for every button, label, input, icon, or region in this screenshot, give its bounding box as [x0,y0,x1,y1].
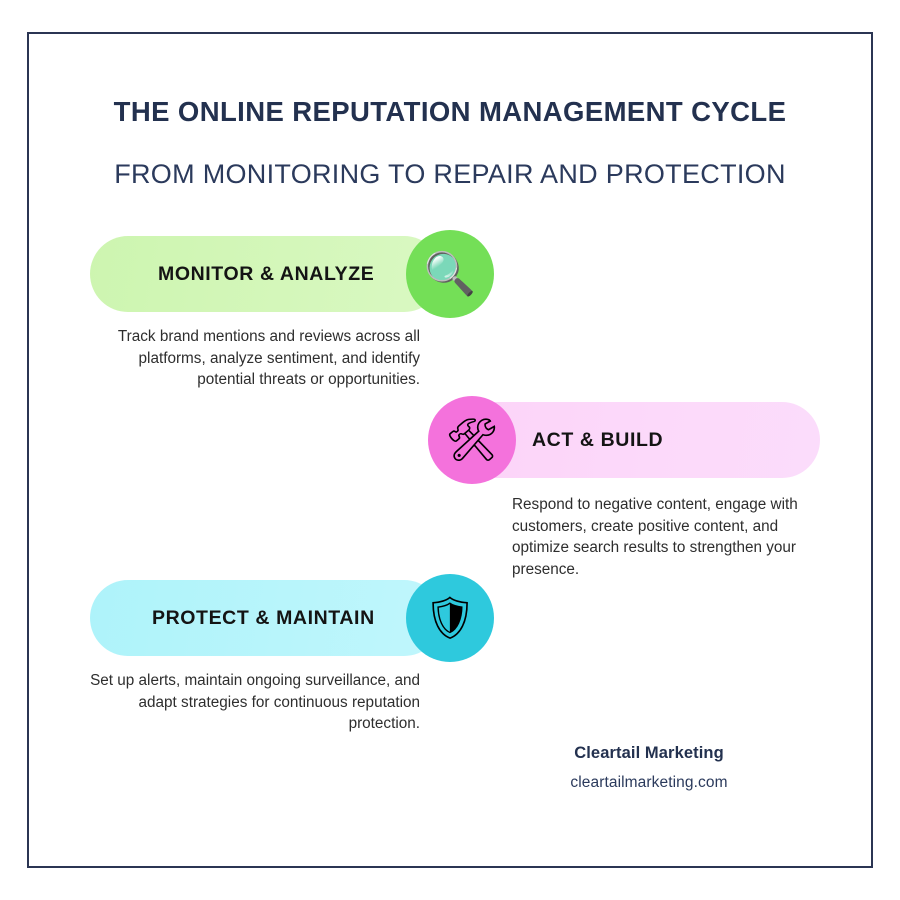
step-description: Respond to negative content, engage with… [512,496,798,579]
step-description: Set up alerts, maintain ongoing surveill… [90,672,420,733]
brand-website[interactable]: cleartailmarketing.com [570,774,728,791]
step-header-row: MONITOR & ANALYZE 🔍 [90,230,540,318]
step-label: MONITOR & ANALYZE [158,262,375,285]
step-description: Track brand mentions and reviews across … [117,328,420,389]
step-header-row: PROTECT & MAINTAIN 🛡 [90,574,540,662]
footer: Cleartail Marketing cleartailmarketing.c… [469,744,829,792]
page-title: THE ONLINE REPUTATION MANAGEMENT CYCLE [113,96,787,127]
magnifying-glass-icon: 🔍 [406,230,494,318]
step-item-act-build[interactable]: ACT & BUILD 🛠 Respond to negative conten… [400,396,850,578]
page-subtitle: FROM MONITORING TO REPAIR AND PROTECTION [114,159,786,189]
infographic-frame: THE ONLINE REPUTATION MANAGEMENT CYCLE F… [27,32,873,868]
step-header-row: ACT & BUILD 🛠 [400,396,850,484]
steps-list: MONITOR & ANALYZE 🔍 Track brand mentions… [29,230,871,750]
header: THE ONLINE REPUTATION MANAGEMENT CYCLE F… [29,34,871,190]
step-label: PROTECT & MAINTAIN [152,606,375,629]
hammer-and-wrench-icon: 🛠 [428,396,516,484]
step-item-monitor-analyze[interactable]: MONITOR & ANALYZE 🔍 Track brand mentions… [90,230,540,388]
step-pill[interactable]: MONITOR & ANALYZE [90,236,442,312]
step-item-protect-maintain[interactable]: PROTECT & MAINTAIN 🛡 Set up alerts, main… [90,574,540,732]
shield-icon: 🛡 [406,574,494,662]
step-label: ACT & BUILD [532,428,664,451]
brand-name: Cleartail Marketing [574,744,724,762]
step-pill[interactable]: PROTECT & MAINTAIN [90,580,442,656]
